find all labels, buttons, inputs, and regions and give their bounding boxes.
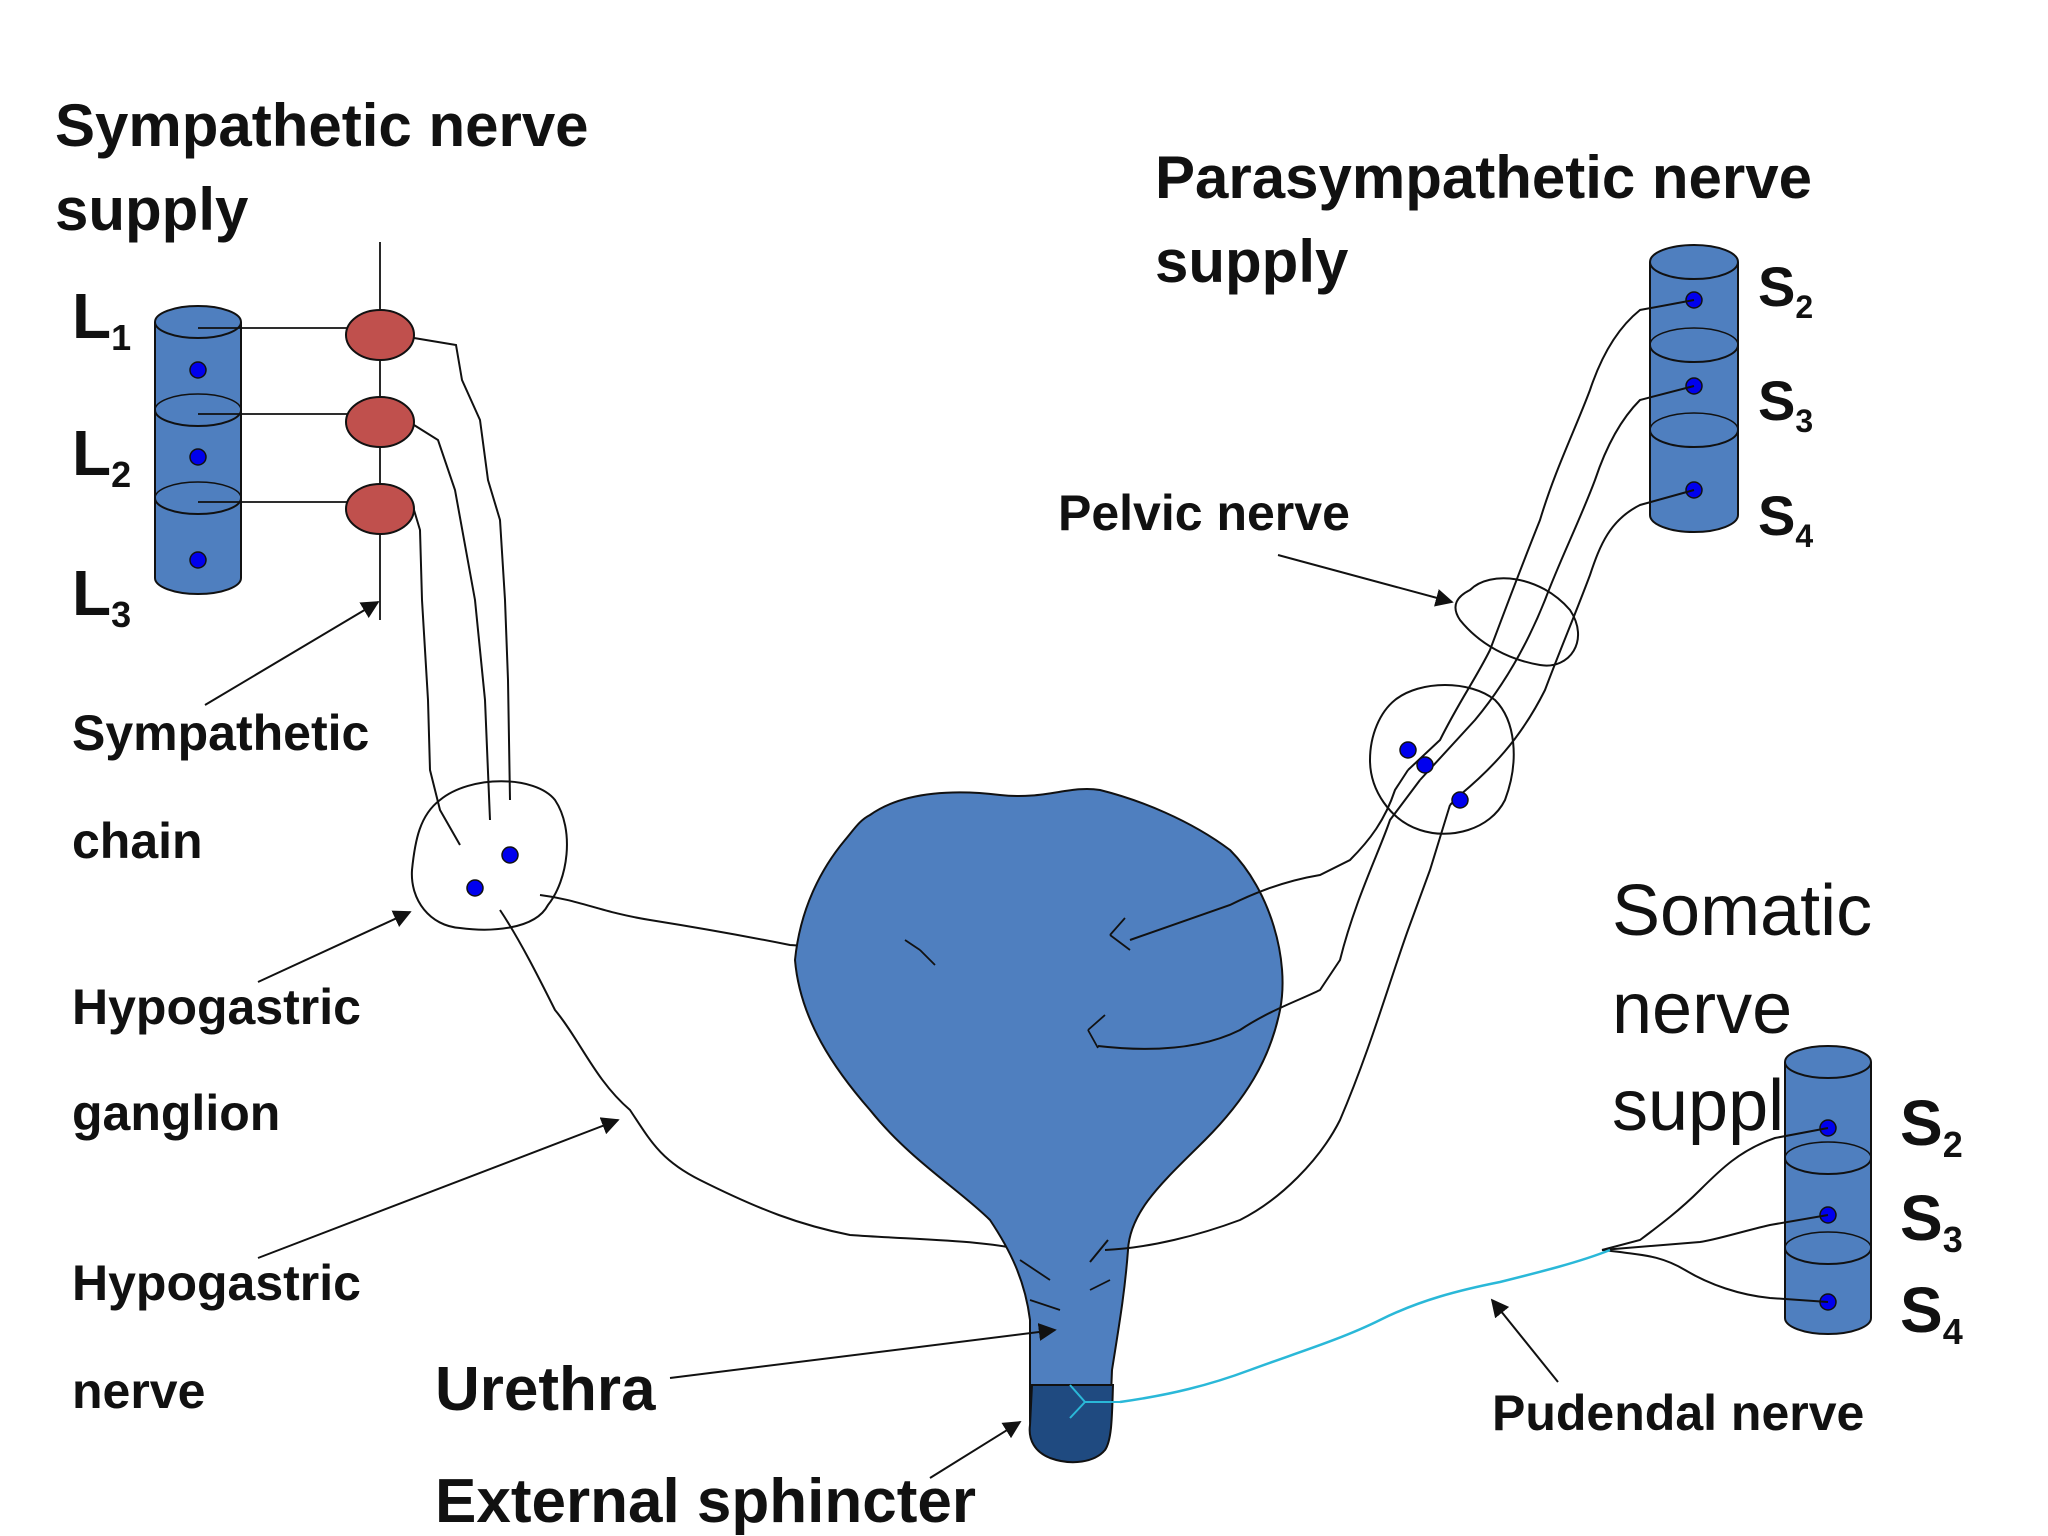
label-hypogastric-nerve: Hypogastric nerve: [72, 1255, 375, 1419]
hypogastric-ganglion: [410, 780, 568, 931]
arrow-external-sphincter: [929, 1421, 1022, 1479]
pudendal-nerve-path: [1119, 1248, 1611, 1404]
label-hypogastric-ganglion: Hypogastric ganglion: [72, 979, 375, 1141]
segment-label-s2-somatic: S2: [1900, 1087, 1963, 1165]
segment-label-l2: L2: [72, 417, 131, 495]
pelvic-nerve-sheath: [1454, 577, 1580, 667]
arrow-pudendal-nerve: [1490, 1298, 1559, 1383]
segment-label-l1: L1: [72, 280, 131, 358]
neuron-dot: [501, 846, 519, 864]
neuron-dot: [466, 879, 484, 897]
neuron-dot: [1416, 756, 1434, 774]
segment-label-s3-para: S3: [1758, 369, 1813, 439]
sympathetic-ganglion-l1: [345, 309, 415, 361]
parasympathetic-title: Parasympathetic nerve supply: [1155, 144, 1829, 295]
segment-label-s2-para: S2: [1758, 255, 1813, 325]
pelvic-ganglion: [1368, 684, 1515, 835]
label-urethra: Urethra: [435, 1355, 656, 1424]
sympathetic-ganglion-l2: [345, 396, 415, 448]
neuron-dot: [189, 448, 207, 466]
label-pudendal-nerve: Pudendal nerve: [1492, 1385, 1864, 1441]
segment-label-l3: L3: [72, 557, 131, 635]
lumbar-spinal-cord: [154, 305, 242, 595]
segment-label-s4-para: S4: [1758, 484, 1813, 554]
sympathetic-ganglion-l3: [345, 483, 415, 535]
neuron-dot: [189, 551, 207, 569]
arrow-urethra: [669, 1323, 1057, 1379]
segment-label-s3-somatic: S3: [1900, 1182, 1963, 1260]
sacral-spinal-cord-parasympathetic: [1649, 244, 1739, 533]
neuron-dot: [1399, 741, 1417, 759]
sympathetic-chain: [198, 242, 415, 620]
arrow-pelvic-nerve: [1277, 554, 1454, 607]
label-pelvic-nerve: Pelvic nerve: [1058, 485, 1350, 541]
label-external-sphincter: External sphincter: [435, 1467, 976, 1536]
neuron-dot: [1451, 791, 1469, 809]
arrow-hypogastric-nerve: [257, 1117, 620, 1259]
segment-label-s4-somatic: S4: [1900, 1274, 1963, 1352]
arrow-hypogastric-ganglion: [257, 910, 412, 983]
label-sympathetic-chain: Sympathetic chain: [72, 705, 383, 869]
neuron-dot: [189, 361, 207, 379]
external-sphincter: [1028, 1384, 1115, 1464]
urinary-bladder: [793, 788, 1284, 1464]
sympathetic-title: Sympathetic nerve supply: [55, 92, 605, 243]
arrow-sympathetic-chain: [204, 601, 380, 706]
sacral-spinal-cord-somatic: [1784, 1045, 1872, 1335]
